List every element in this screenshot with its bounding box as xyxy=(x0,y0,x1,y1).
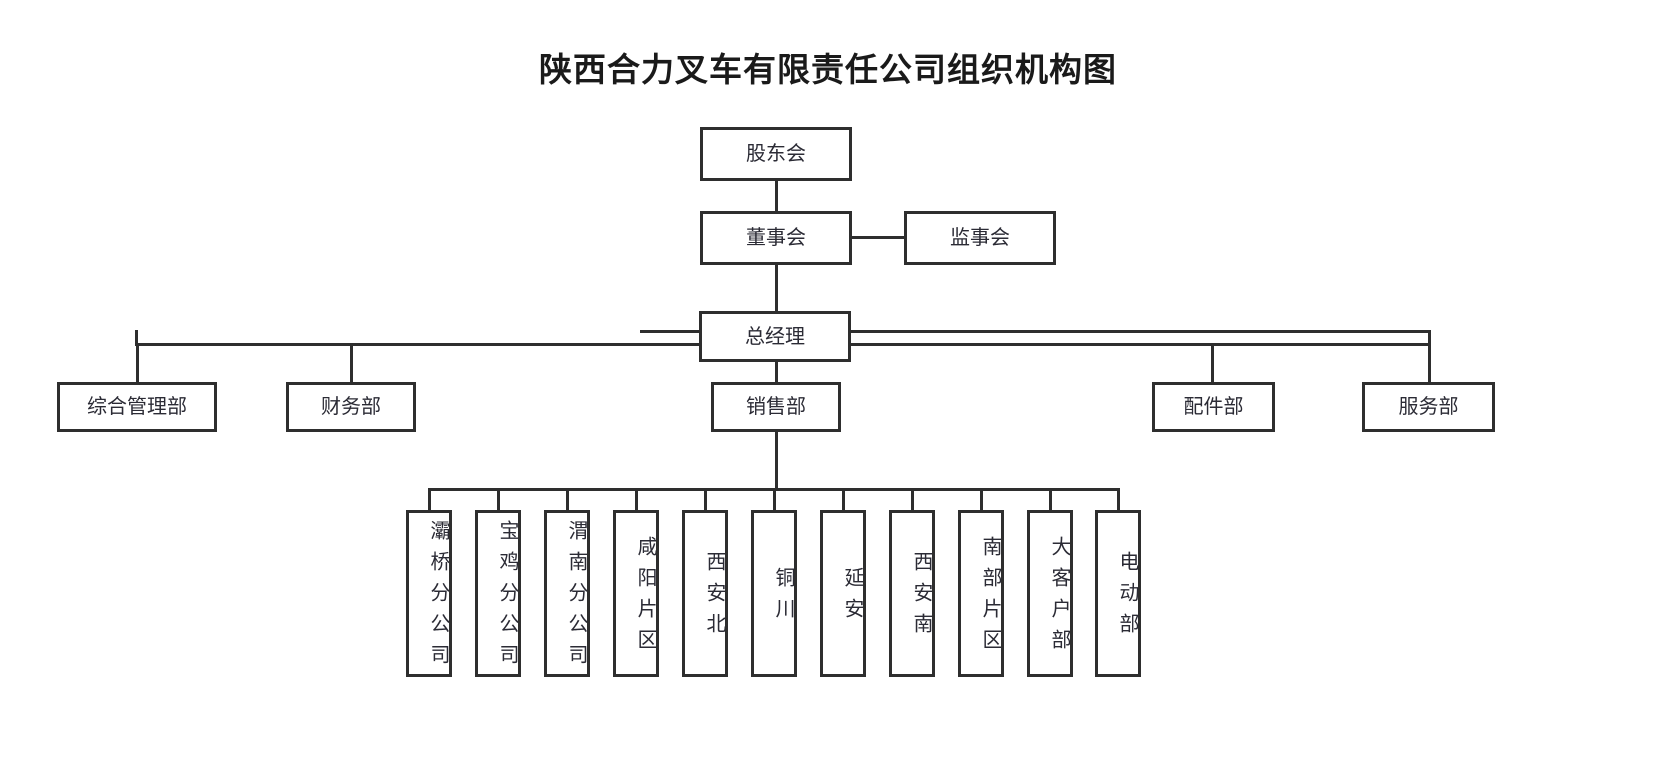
connector-drop-dept-0 xyxy=(136,343,139,383)
node-board-of-directors-label: 董事会 xyxy=(746,227,806,249)
node-sales-unit-tongchuan[interactable]: 铜川 xyxy=(751,510,797,677)
node-sales-unit-yanan-label: 延安 xyxy=(841,566,863,629)
node-sales-unit-baoji-branch-label: 宝鸡分公司 xyxy=(496,520,518,675)
page-title: 陕西合力叉车有限责任公司组织机构图 xyxy=(539,51,1117,88)
connector-board-to-gm xyxy=(775,263,778,313)
node-sales-unit-xian-north[interactable]: 西安北 xyxy=(682,510,728,677)
node-general-manager-label: 总经理 xyxy=(745,325,805,348)
connector-bus-left-riser xyxy=(135,330,138,346)
node-department-general-management[interactable]: 综合管理部 xyxy=(57,382,217,432)
node-sales-unit-weinan-branch-label: 渭南分公司 xyxy=(565,520,587,675)
node-shareholders-meeting[interactable]: 股东会 xyxy=(700,127,852,181)
node-sales-unit-baoji-branch[interactable]: 宝鸡分公司 xyxy=(475,510,521,677)
node-sales-unit-southern-district[interactable]: 南部片区 xyxy=(958,510,1004,677)
connector-drop-unit-2 xyxy=(566,488,569,512)
connector-drop-unit-9 xyxy=(1049,488,1052,512)
node-sales-unit-southern-district-label: 南部片区 xyxy=(979,535,1001,660)
connector-drop-unit-7 xyxy=(911,488,914,512)
connector-bus-right-riser xyxy=(1428,330,1431,346)
connector-sales-to-bus xyxy=(775,431,778,490)
node-department-service-label: 服务部 xyxy=(1398,396,1459,418)
node-sales-unit-yanan[interactable]: 延安 xyxy=(820,510,866,677)
node-department-parts[interactable]: 配件部 xyxy=(1152,382,1275,432)
connector-drop-unit-10 xyxy=(1117,488,1120,512)
connector-drop-unit-4 xyxy=(704,488,707,512)
connector-drop-unit-5 xyxy=(773,488,776,512)
node-sales-unit-key-accounts[interactable]: 大客户部 xyxy=(1027,510,1073,677)
node-sales-unit-electric[interactable]: 电动部 xyxy=(1095,510,1141,677)
connector-shareholders-to-board xyxy=(775,180,778,213)
node-department-general-management-label: 综合管理部 xyxy=(87,396,187,418)
node-sales-unit-xianyang-district[interactable]: 咸阳片区 xyxy=(613,510,659,677)
node-general-manager[interactable]: 总经理 xyxy=(699,311,851,362)
node-board-of-directors[interactable]: 董事会 xyxy=(700,211,852,265)
node-sales-unit-xian-south-label: 西安南 xyxy=(910,551,932,644)
connector-drop-unit-8 xyxy=(980,488,983,512)
connector-board-to-supervisors xyxy=(852,236,906,239)
connector-drop-dept-3 xyxy=(1428,343,1431,383)
node-department-service[interactable]: 服务部 xyxy=(1362,382,1495,432)
connector-drop-unit-6 xyxy=(842,488,845,512)
node-department-finance[interactable]: 财务部 xyxy=(286,382,416,432)
connector-gm-right-link xyxy=(851,330,1431,333)
connector-gm-left-link xyxy=(640,330,742,333)
node-sales-unit-weinan-branch[interactable]: 渭南分公司 xyxy=(544,510,590,677)
connector-drop-dept-2 xyxy=(1211,343,1214,383)
node-department-finance-label: 财务部 xyxy=(321,396,381,418)
node-sales-unit-xian-north-label: 西安北 xyxy=(703,551,725,644)
node-sales-unit-key-accounts-label: 大客户部 xyxy=(1048,535,1070,660)
node-board-of-supervisors-label: 监事会 xyxy=(950,227,1010,249)
node-sales-department[interactable]: 销售部 xyxy=(711,382,841,432)
connector-drop-dept-1 xyxy=(350,343,353,383)
node-sales-unit-tongchuan-label: 铜川 xyxy=(772,566,794,629)
connector-drop-unit-1 xyxy=(497,488,500,512)
node-department-parts-label: 配件部 xyxy=(1183,396,1244,418)
connector-drop-unit-0 xyxy=(428,488,431,512)
node-sales-unit-electric-label: 电动部 xyxy=(1116,551,1138,644)
node-sales-unit-baqiao-branch[interactable]: 灞桥分公司 xyxy=(406,510,452,677)
node-sales-unit-baqiao-branch-label: 灞桥分公司 xyxy=(427,520,449,675)
connector-drop-unit-3 xyxy=(635,488,638,512)
node-sales-unit-xian-south[interactable]: 西安南 xyxy=(889,510,935,677)
node-sales-unit-xianyang-district-label: 咸阳片区 xyxy=(634,535,656,660)
node-shareholders-meeting-label: 股东会 xyxy=(746,143,806,165)
node-sales-department-label: 销售部 xyxy=(746,396,806,418)
node-board-of-supervisors[interactable]: 监事会 xyxy=(904,211,1056,265)
connector-gm-to-sales xyxy=(775,360,778,383)
